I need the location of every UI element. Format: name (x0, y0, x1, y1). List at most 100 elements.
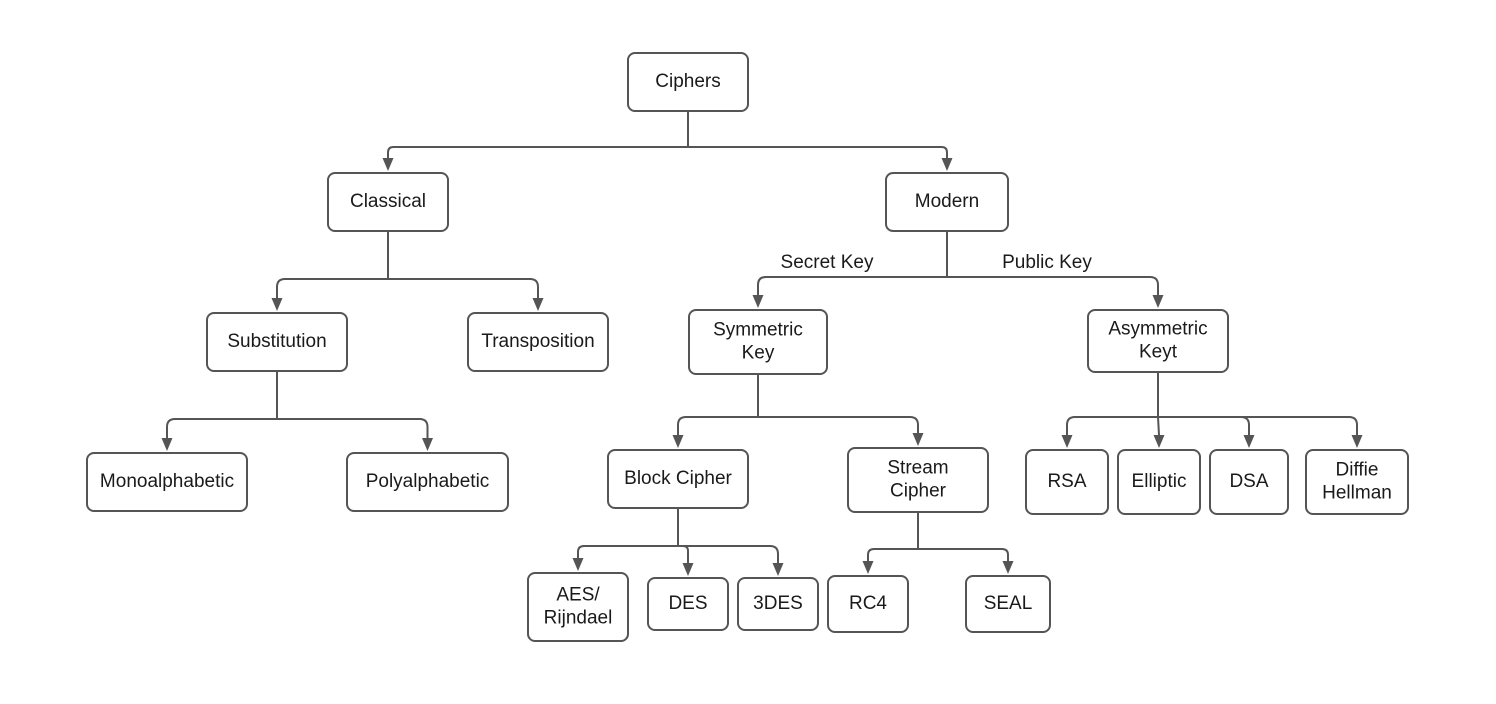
arrowhead-icon (422, 438, 433, 451)
node-box[interactable] (847, 447, 989, 513)
arrowhead-icon (1152, 295, 1164, 308)
node-label: 3DES (753, 593, 803, 614)
node-label: Elliptic (1132, 471, 1187, 492)
edge-classical-substitution (271, 278, 388, 311)
node-monoalphabetic[interactable]: Monoalphabetic (86, 452, 248, 512)
edge-line (688, 146, 948, 158)
node-box[interactable] (86, 452, 248, 512)
node-box[interactable] (346, 452, 509, 512)
node-label: AES/Rijndael (544, 585, 613, 629)
edge-symmetric-stream (758, 416, 924, 446)
node-label: RSA (1047, 471, 1086, 492)
node-rsa[interactable]: RSA (1025, 449, 1109, 515)
arrowhead-icon (161, 438, 173, 451)
arrowhead-icon (1002, 561, 1014, 574)
node-label: RC4 (849, 593, 887, 614)
edge-line (678, 545, 779, 563)
node-box[interactable] (647, 577, 729, 631)
edge-line (758, 416, 919, 433)
node-box[interactable] (827, 575, 909, 633)
edge-line (276, 278, 388, 298)
node-seal[interactable]: SEAL (965, 575, 1051, 633)
edge-line (678, 545, 689, 563)
node-box[interactable] (467, 312, 609, 372)
node-box[interactable] (1209, 449, 1289, 515)
node-3des[interactable]: 3DES (737, 577, 819, 631)
arrowhead-icon (772, 563, 784, 576)
node-box[interactable] (965, 575, 1051, 633)
node-box[interactable] (885, 172, 1009, 232)
edge-line (277, 418, 429, 438)
node-box[interactable] (327, 172, 449, 232)
node-transposition[interactable]: Transposition (467, 312, 609, 372)
edges-layer (161, 111, 1363, 576)
arrowhead-icon (532, 298, 544, 311)
node-modern[interactable]: Modern (885, 172, 1009, 232)
node-label: SEAL (984, 593, 1033, 614)
node-box[interactable] (607, 449, 749, 509)
arrowhead-icon (672, 435, 684, 448)
edge-line (1158, 416, 1358, 435)
edge-line (387, 146, 688, 158)
edge-asymmetric-elliptic (1153, 416, 1165, 448)
edge-block-3des (678, 545, 784, 576)
node-rc4[interactable]: RC4 (827, 575, 909, 633)
edge-line (918, 548, 1009, 561)
node-label: Ciphers (655, 71, 720, 92)
arrowhead-icon (1243, 435, 1255, 448)
node-elliptic[interactable]: Elliptic (1117, 449, 1201, 515)
node-label: Polyalphabetic (366, 471, 490, 492)
arrowhead-icon (1153, 435, 1165, 448)
edge-label-public-key-label: Public Key (1002, 252, 1092, 273)
node-box[interactable] (737, 577, 819, 631)
node-des[interactable]: DES (647, 577, 729, 631)
node-label: Substitution (227, 331, 326, 352)
node-box[interactable] (1305, 449, 1409, 515)
edge-asymmetric-dsa (1158, 416, 1255, 448)
node-box[interactable] (527, 572, 629, 642)
arrowhead-icon (862, 561, 874, 574)
node-box[interactable] (627, 52, 749, 112)
edge-substitution-poly (277, 418, 433, 451)
edge-line (677, 416, 758, 435)
node-block-cipher[interactable]: Block Cipher (607, 449, 749, 509)
node-label: DES (668, 593, 707, 614)
node-aes-rijndael[interactable]: AES/Rijndael (527, 572, 629, 642)
edge-modern-asymmetric (947, 276, 1164, 308)
arrowhead-icon (752, 295, 764, 308)
node-substitution[interactable]: Substitution (206, 312, 348, 372)
node-dsa[interactable]: DSA (1209, 449, 1289, 515)
arrowhead-icon (572, 558, 584, 571)
edge-stream-seal (918, 548, 1014, 574)
node-box[interactable] (1117, 449, 1201, 515)
edge-line (867, 548, 918, 561)
node-box[interactable] (688, 309, 828, 375)
edge-asymmetric-rsa (1061, 416, 1158, 448)
node-polyalphabetic[interactable]: Polyalphabetic (346, 452, 509, 512)
node-label: Classical (350, 191, 426, 212)
edge-line (1158, 416, 1250, 435)
node-label: Transposition (481, 331, 594, 352)
edge-line (757, 276, 947, 295)
node-box[interactable] (1087, 309, 1229, 373)
edge-stream-rc4 (862, 548, 918, 574)
edge-block-aes (572, 545, 678, 571)
node-classical[interactable]: Classical (327, 172, 449, 232)
node-box[interactable] (206, 312, 348, 372)
node-label: DSA (1229, 471, 1268, 492)
edge-line (388, 278, 539, 298)
edge-ciphers-modern (688, 146, 953, 171)
node-box[interactable] (1025, 449, 1109, 515)
node-ciphers[interactable]: Ciphers (627, 52, 749, 112)
